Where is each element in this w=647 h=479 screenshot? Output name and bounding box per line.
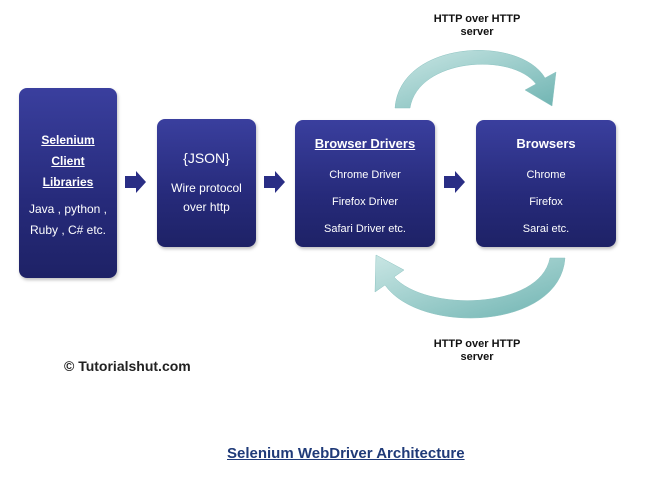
right-arrow-icon bbox=[125, 171, 146, 193]
bottom-curve-arrow bbox=[374, 254, 566, 319]
client-title-line-2: Client bbox=[51, 154, 85, 168]
http-label-top: HTTP over HTTP server bbox=[412, 13, 542, 39]
browsers-item-firefox: Firefox bbox=[529, 196, 563, 208]
copyright-text: © Tutorialshut.com bbox=[64, 358, 191, 374]
browsers-box: Browsers Chrome Firefox Sarai etc. bbox=[476, 120, 616, 247]
drivers-item-chrome: Chrome Driver bbox=[329, 169, 401, 181]
diagram-caption: Selenium WebDriver Architecture bbox=[227, 445, 465, 462]
client-title-line-3: Libraries bbox=[42, 175, 94, 189]
right-arrow-icon bbox=[264, 171, 285, 193]
browsers-item-sarai: Sarai etc. bbox=[522, 223, 570, 235]
browser-drivers-box: Browser Drivers Chrome Driver Firefox Dr… bbox=[295, 120, 435, 247]
client-body-line-1: Java , python , bbox=[28, 202, 108, 216]
browsers-title: Browsers bbox=[516, 136, 576, 151]
json-title: {JSON} bbox=[183, 150, 230, 166]
json-wire-box: {JSON} Wire protocol over http bbox=[157, 119, 256, 247]
right-arrow-icon bbox=[444, 171, 465, 193]
drivers-item-firefox: Firefox Driver bbox=[331, 196, 398, 208]
http-bottom-line-2: server bbox=[460, 351, 494, 363]
client-libraries-box: Selenium Client Libraries Java , python … bbox=[19, 88, 117, 278]
http-top-line-1: HTTP over HTTP bbox=[433, 13, 521, 25]
top-curve-arrow bbox=[394, 50, 557, 109]
json-body-line-2: over http bbox=[183, 200, 230, 214]
client-body-line-2: Ruby , C# etc. bbox=[29, 223, 107, 237]
http-label-bottom: HTTP over HTTP server bbox=[412, 338, 542, 364]
http-top-line-2: server bbox=[460, 26, 494, 38]
browsers-item-chrome: Chrome bbox=[526, 169, 566, 181]
drivers-item-safari: Safari Driver etc. bbox=[324, 223, 406, 235]
http-bottom-line-1: HTTP over HTTP bbox=[433, 338, 521, 350]
drivers-title: Browser Drivers bbox=[314, 136, 416, 151]
client-title-line-1: Selenium bbox=[41, 133, 95, 147]
json-body-line-1: Wire protocol bbox=[171, 181, 242, 195]
